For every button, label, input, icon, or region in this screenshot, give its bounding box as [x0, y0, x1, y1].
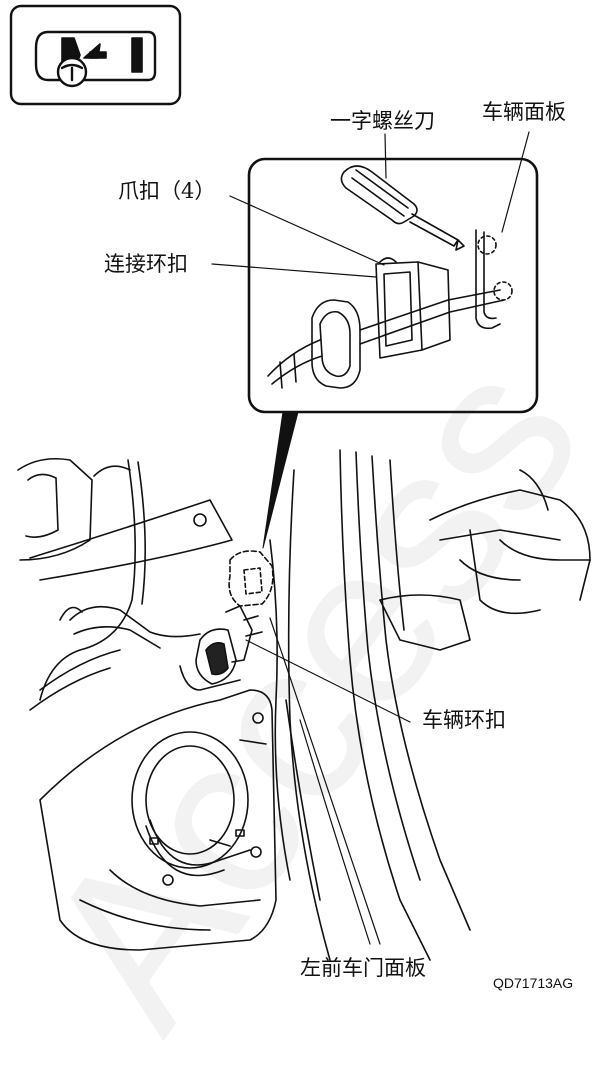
claw-clip-label: 爪扣（4） — [118, 179, 216, 203]
front-left-door-panel-label: 左前车门面板 — [300, 956, 426, 980]
body-pillar — [269, 449, 471, 961]
screwdriver-label: 一字螺丝刀 — [330, 109, 435, 133]
vehicle-panel-label: 车辆面板 — [482, 100, 566, 124]
central-clip-area — [179, 550, 274, 691]
diagram-stage: Access — [0, 4, 601, 1070]
connector-clip-icon — [267, 257, 505, 389]
figure-code: QD71713AG — [493, 975, 574, 991]
diagram-drawing — [9, 4, 591, 961]
inset-frame — [247, 157, 539, 549]
vehicle-panel-icon — [475, 229, 513, 330]
door-panel — [39, 689, 277, 951]
upper-right-structure — [379, 469, 591, 651]
location-indicator-icon — [9, 4, 182, 106]
leader-lines — [211, 131, 530, 945]
screwdriver-icon — [340, 165, 465, 251]
vehicle-clip-label: 车辆环扣 — [422, 708, 506, 732]
connector-clip-label: 连接环扣 — [104, 252, 188, 276]
upper-left-structure — [17, 457, 233, 711]
